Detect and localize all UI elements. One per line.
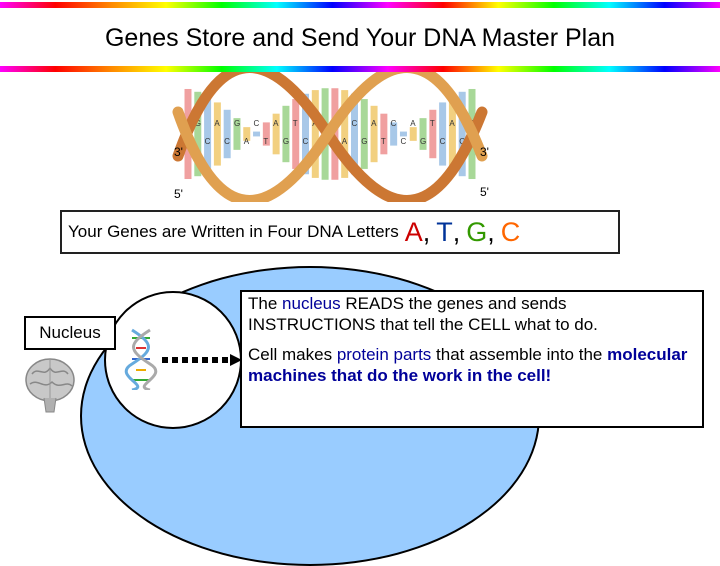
dna-rung: [302, 93, 310, 175]
dna-rung-letter: C: [459, 137, 465, 146]
dna-rung: [409, 127, 417, 141]
letter-a: A: [404, 216, 423, 247]
dna-rung: [292, 99, 300, 169]
dna-rung: [331, 88, 339, 180]
dna-rung: [262, 122, 270, 146]
dna-rung-letter: T: [263, 137, 268, 146]
dna-rung: [341, 90, 349, 178]
dna-letters-box: Your Genes are Written in Four DNA Lette…: [60, 210, 620, 254]
nucleus-label: Nucleus: [24, 316, 116, 350]
dna-rung-letter: T: [293, 119, 298, 128]
dna-rung: [233, 118, 241, 150]
dna-rung-letter: C: [400, 137, 406, 146]
dna-rung-letter: A: [342, 137, 348, 146]
info-paragraph-2: Cell makes protein parts that assemble i…: [248, 344, 696, 386]
letter-c: C: [500, 216, 521, 247]
dna-rung: [419, 118, 427, 150]
dna-strand-front: [172, 72, 488, 202]
dna-rung-letter: C: [391, 119, 397, 128]
top-rainbow-bar: [0, 2, 720, 8]
dna-rung-letter: A: [410, 119, 416, 128]
dna-rung-letter: G: [420, 137, 426, 146]
dna-rung: [458, 91, 466, 177]
small-dna-icon: [124, 328, 158, 390]
nucleus-keyword: nucleus: [282, 294, 341, 313]
dna-label-5-right: 5': [480, 185, 489, 199]
dna-rung: [194, 91, 202, 177]
dna-rung-letter: C: [254, 119, 260, 128]
dna-rung: [439, 102, 447, 166]
letter-g: G: [466, 216, 488, 247]
dna-label-3-left: 3': [174, 145, 183, 159]
title-rainbow-bar: [0, 66, 720, 72]
dna-rung-letter: C: [224, 137, 230, 146]
dna-rung-letter: A: [244, 137, 250, 146]
dna-rung-letter: C: [303, 137, 309, 146]
slide-title: Genes Store and Send Your DNA Master Pla…: [104, 24, 616, 52]
letter-sep: ,: [452, 216, 461, 247]
letter-sep: ,: [422, 216, 431, 247]
dna-rung-letter: G: [234, 119, 240, 128]
dna-rung: [390, 122, 398, 146]
letter-t: T: [436, 216, 453, 247]
dna-rung: [213, 102, 221, 166]
dna-rung: [448, 96, 456, 172]
dna-rung-letter: G: [361, 137, 367, 146]
protein-keyword: protein parts: [336, 345, 432, 364]
dna-rung: [204, 96, 212, 172]
dna-rung: [399, 131, 407, 137]
dna-rung: [272, 113, 280, 155]
dna-rung: [223, 109, 231, 159]
machines-keyword: molecular machines that do the work in t…: [248, 345, 688, 385]
dna-rung-letter: C: [440, 137, 446, 146]
dna-label-3-right: 3': [480, 145, 489, 159]
info-text: Cell makes: [248, 345, 337, 364]
dna-rung: [253, 131, 261, 137]
dna-rung: [429, 109, 437, 159]
dna-rung: [311, 90, 319, 178]
dna-rung-letter: A: [273, 119, 279, 128]
dna-rung-letter: A: [371, 119, 377, 128]
dna-rung: [370, 105, 378, 163]
dna-letters-text: Your Genes are Written in Four DNA Lette…: [68, 222, 399, 241]
arrow-head-icon: [230, 354, 242, 366]
info-text: that assemble into the: [431, 345, 608, 364]
dna-rung-letter: C: [205, 137, 211, 146]
dna-rung-letter: T: [381, 137, 386, 146]
info-text: READS the genes and sends INSTRUCTIONS t…: [248, 294, 598, 334]
dna-rung-letter: C: [351, 119, 357, 128]
dna-rung: [380, 113, 388, 155]
dna-rung-letter: A: [449, 119, 455, 128]
info-text-box: The nucleus READS the genes and sends IN…: [240, 290, 704, 428]
dna-rung: [243, 127, 251, 141]
dna-rung: [360, 99, 368, 169]
brain-nucleus-image: [25, 358, 75, 413]
dna-rung-letter: G: [195, 119, 201, 128]
arrow-dotted: [162, 354, 242, 366]
letter-sep: ,: [487, 216, 495, 247]
info-text: The: [248, 294, 283, 313]
dna-label-5-left: 5': [174, 187, 183, 201]
dna-rung-letter: A: [214, 119, 220, 128]
dna-rung-letter: T: [430, 119, 435, 128]
info-paragraph-1: The nucleus READS the genes and sends IN…: [248, 293, 696, 335]
dna-rung-letter: G: [283, 137, 289, 146]
dna-rung: [350, 93, 358, 175]
dna-rung: [282, 105, 290, 163]
